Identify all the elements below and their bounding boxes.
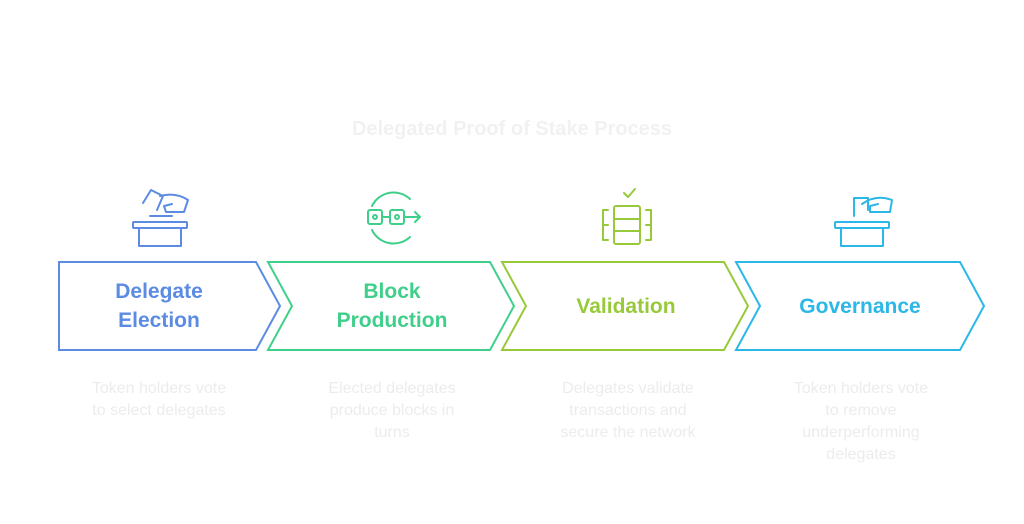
database-check-icon [602, 188, 652, 245]
stage-label-governance: Governance [799, 294, 921, 318]
stage-arrow-delegate-election [58, 261, 282, 351]
stage-description-delegate-election: Token holders vote to select delegates [91, 380, 227, 419]
stage-label-delegate-election: Delegate Election [115, 280, 203, 332]
stage-arrow-validation [500, 261, 750, 351]
stage-description-block-production: Elected delegates produce blocks in turn… [328, 380, 456, 441]
stage-label-validation: Validation [576, 294, 676, 318]
ballot-box-icon [132, 189, 189, 247]
stage-label-block-production: Block Production [336, 280, 448, 332]
diagram-title: Delegated Proof of Stake Process [351, 118, 673, 140]
stage-arrow-block-production [266, 261, 516, 351]
stage-arrow-governance [734, 261, 986, 351]
stage-description-validation: Delegates validate transactions and secu… [560, 380, 696, 441]
block-chain-icon [367, 191, 421, 245]
stage-description-governance: Token holders vote to remove underperfor… [793, 380, 929, 463]
voting-hand-icon [834, 196, 893, 247]
